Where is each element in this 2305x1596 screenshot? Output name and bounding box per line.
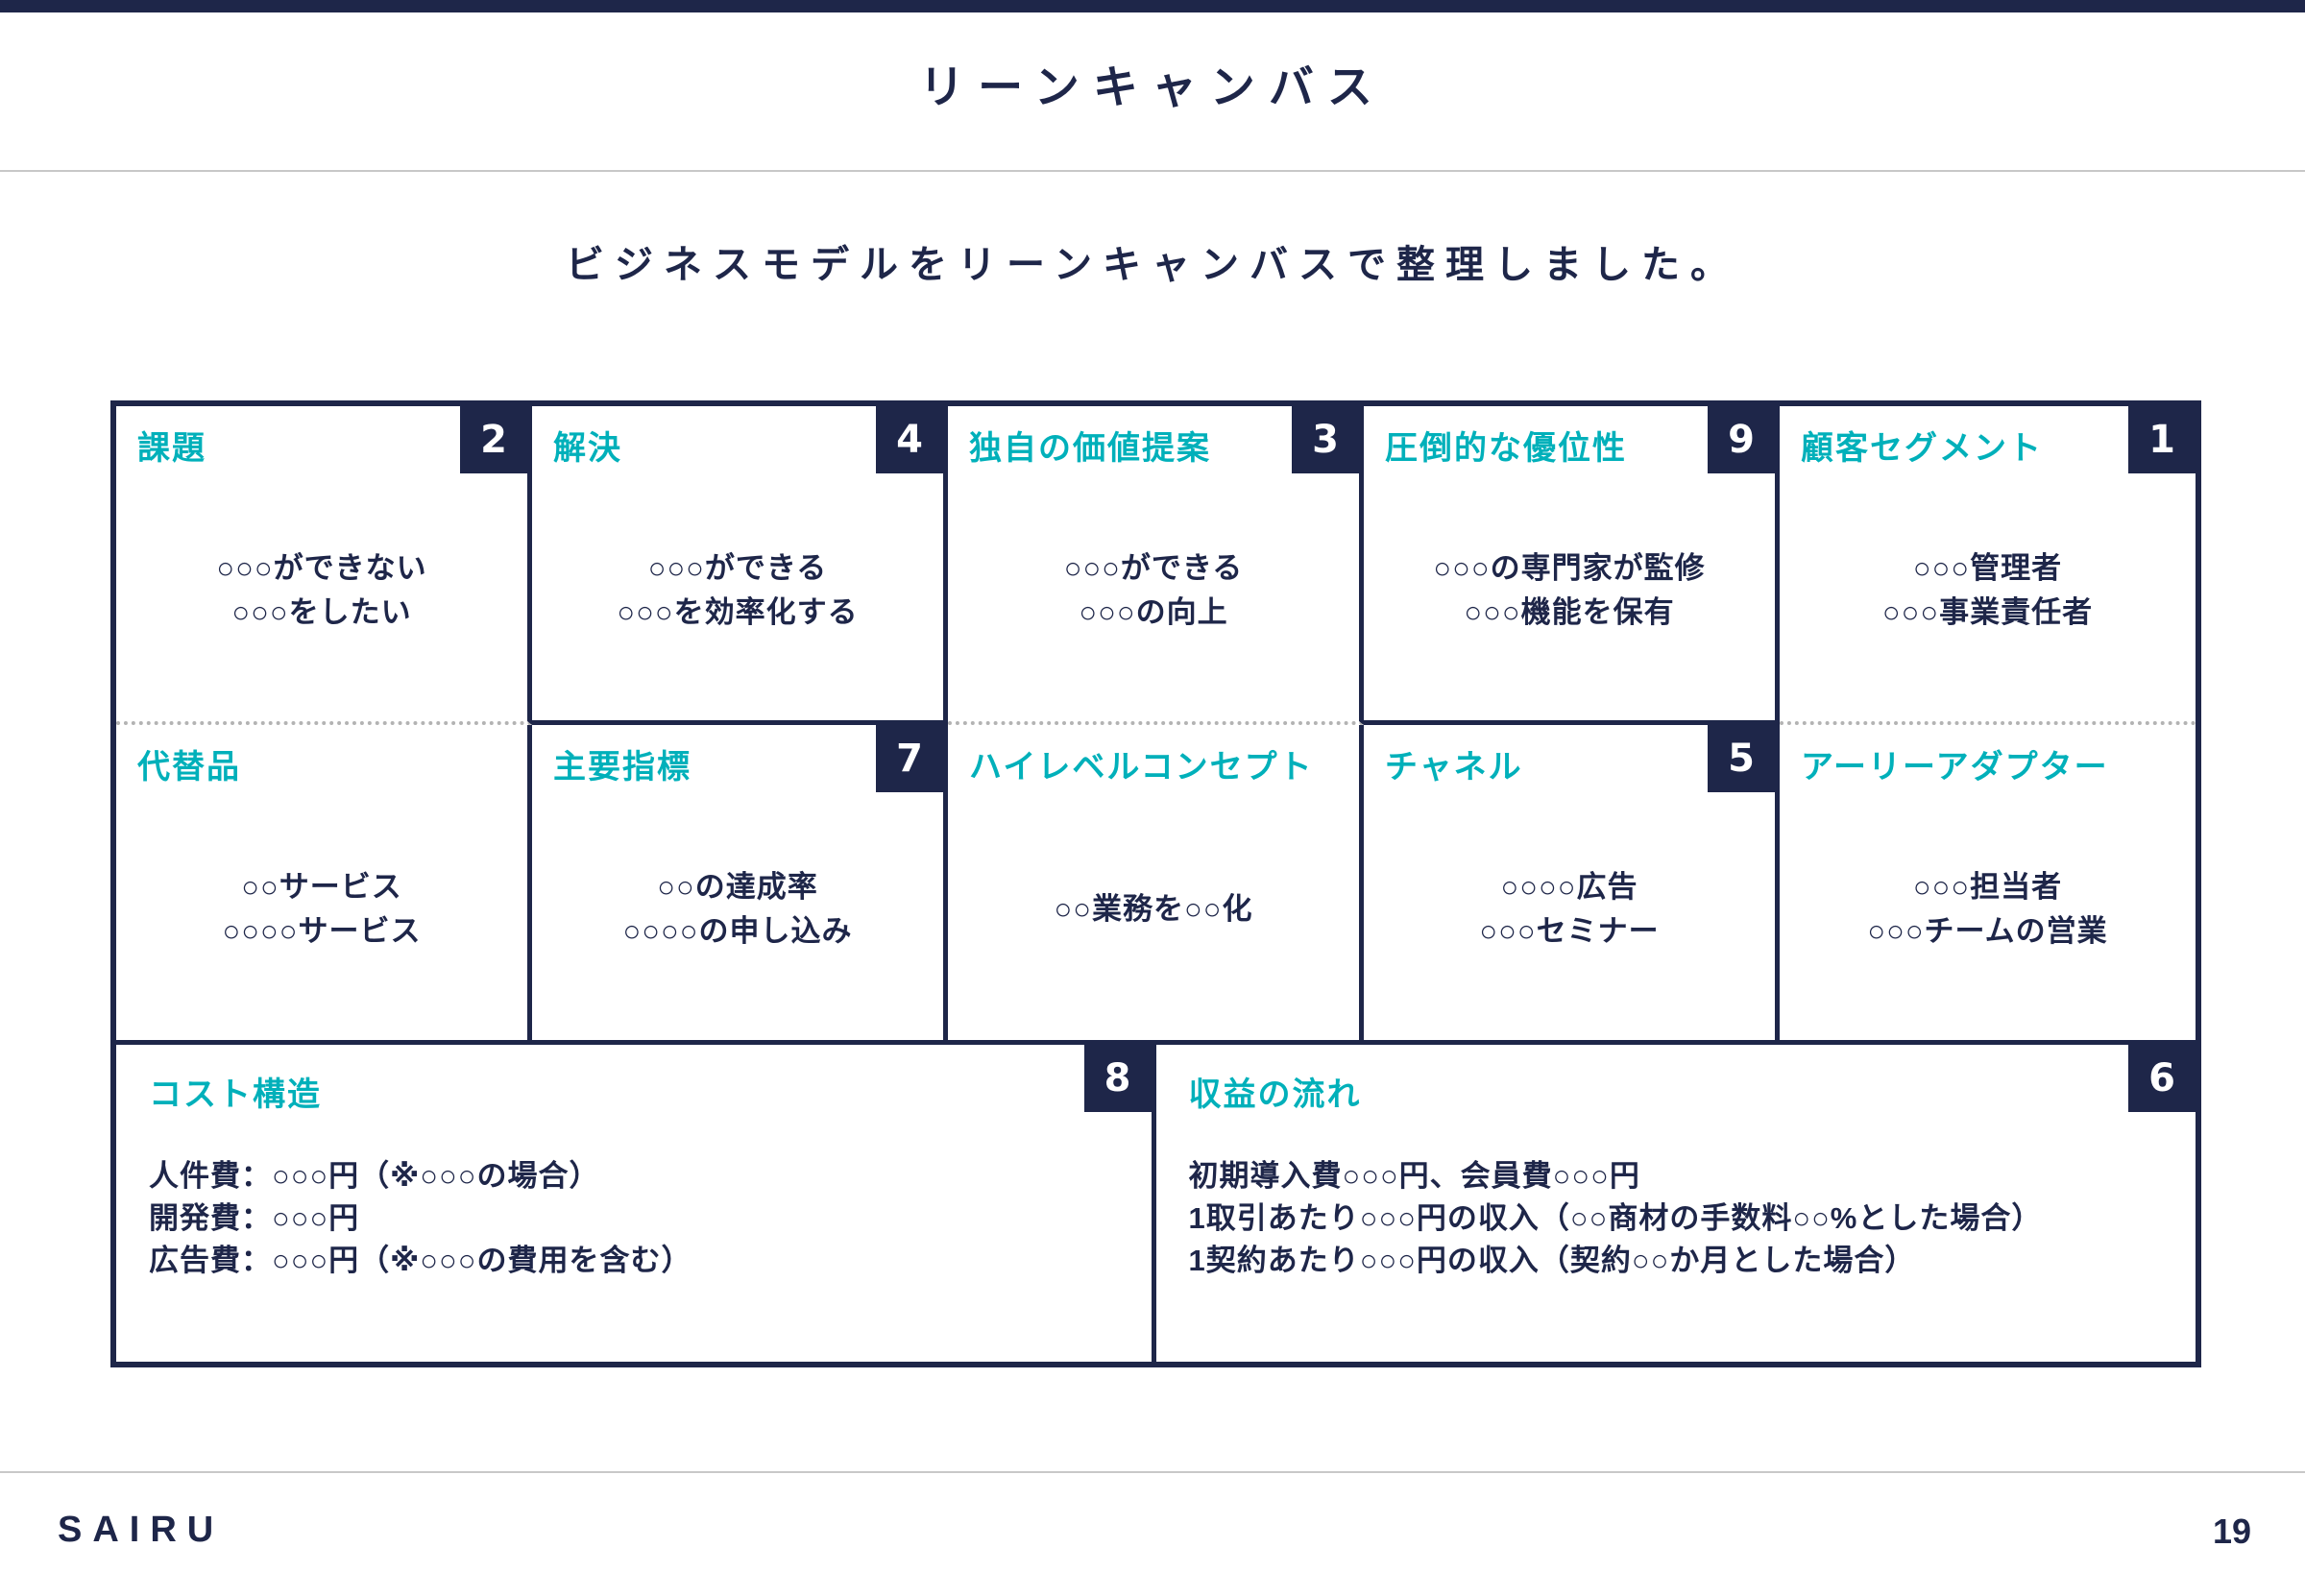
section-number-badge-channels: 5 [1708,725,1775,792]
cell-body-early-adopters: ○○○担当者 ○○○チームの営業 [1780,725,2196,1040]
cell-line: 人件費：○○○円（※○○○の場合） [149,1159,600,1193]
footer-divider-line [0,1471,2305,1473]
cell-body-solution: ○○○ができる ○○○を効率化する [532,406,943,720]
cell-alternatives: 代替品 ○○サービス ○○○○サービス [116,725,532,1040]
cell-line: ○○サービス [241,870,402,905]
section-number-badge-cost-structure: 8 [1083,1045,1152,1112]
cell-body-high-level-concept: ○○業務を○○化 [948,725,1359,1040]
cell-body-channels: ○○○○広告 ○○○セミナー [1364,725,1775,1040]
cell-line: ○○○をしたい [231,595,412,629]
cell-title-solution: 解決 [553,430,622,467]
cell-line: 開発費：○○○円 [149,1201,360,1236]
cell-body-cost-structure: 人件費：○○○円（※○○○の場合） 開発費：○○○円 広告費：○○○円（※○○○… [149,1155,1128,1282]
cell-line: ○○○の向上 [1079,595,1228,629]
cell-solution: 解決 4 ○○○ができる ○○○を効率化する [532,406,948,725]
page-number: 19 [2212,1511,2251,1551]
cell-line: ○○○を効率化する [617,594,859,629]
cell-key-metrics: 主要指標 7 ○○の達成率 ○○○○の申し込み [532,725,948,1040]
title-divider-line [0,170,2305,172]
cell-title-high-level-concept: ハイレベルコンセプト [969,749,1314,786]
cell-title-channels: チャネル [1385,749,1523,786]
section-number-badge-key-metrics: 7 [876,725,943,792]
lean-canvas-grid: 課題 2 ○○○ができない ○○○をしたい 解決 4 ○○○ができる ○○○を効… [110,400,2201,1367]
cell-line: 広告費：○○○円（※○○○の費用を含む） [149,1244,692,1278]
cell-line: ○○○ができる [1063,551,1244,586]
cell-line: ○○○チームの営業 [1867,914,2108,948]
section-number-badge-problem: 2 [460,406,527,473]
section-number-badge-solution: 4 [876,406,943,473]
canvas-lower-grid: コスト構造 8 人件費：○○○円（※○○○の場合） 開発費：○○○円 広告費：○… [116,1040,2196,1362]
cell-body-revenue-streams: 初期導入費○○○円、会員費○○○円 1取引あたり○○○円の収入（○○商材の手数料… [1189,1155,2173,1282]
section-number-badge-revenue-streams: 6 [2128,1045,2196,1112]
cell-body-key-metrics: ○○の達成率 ○○○○の申し込み [532,725,943,1040]
cell-line: ○○○管理者 [1912,551,2063,586]
cell-title-alternatives: 代替品 [137,749,241,786]
cell-line: ○○○ができない [216,551,427,586]
cell-line: ○○○○サービス [222,914,422,948]
cell-line: 1取引あたり○○○円の収入（○○商材の手数料○○%とした場合） [1188,1201,2043,1236]
cell-line: ○○○ができる [647,550,828,585]
cell-title-early-adopters: アーリーアダプター [1801,749,2109,786]
cell-line: ○○○○の申し込み [622,914,853,948]
cell-unfair-advantage: 圧倒的な優位性 9 ○○○の専門家が監修 ○○○機能を保有 [1364,406,1780,725]
top-accent-bar [0,0,2305,12]
canvas-upper-grid: 課題 2 ○○○ができない ○○○をしたい 解決 4 ○○○ができる ○○○を効… [116,406,2196,1040]
cell-channels: チャネル 5 ○○○○広告 ○○○セミナー [1364,725,1780,1040]
cell-line: ○○○機能を保有 [1464,594,1675,629]
cell-problem: 課題 2 ○○○ができない ○○○をしたい [116,406,532,725]
cell-body-customer-segments: ○○○管理者 ○○○事業責任者 [1780,406,2196,721]
cell-high-level-concept: ハイレベルコンセプト ○○業務を○○化 [948,725,1364,1040]
cell-cost-structure: コスト構造 8 人件費：○○○円（※○○○の場合） 開発費：○○○円 広告費：○… [116,1045,1156,1362]
cell-line: 初期導入費○○○円、会員費○○○円 [1188,1159,1640,1193]
cell-line: 1契約あたり○○○円の収入（契約○○か月とした場合） [1188,1244,1916,1278]
cell-title-unique-value-proposition: 独自の価値提案 [969,430,1211,467]
cell-line: ○○○事業責任者 [1881,595,2094,629]
cell-body-unfair-advantage: ○○○の専門家が監修 ○○○機能を保有 [1364,406,1775,720]
cell-unique-value-proposition: 独自の価値提案 3 ○○○ができる ○○○の向上 [948,406,1364,725]
section-number-badge-unfair-advantage: 9 [1708,406,1775,473]
brand-logo-text: SAIRU [58,1510,225,1550]
cell-line: ○○○の専門家が監修 [1433,550,1706,585]
cell-customer-segments: 顧客セグメント 1 ○○○管理者 ○○○事業責任者 [1780,406,2196,725]
cell-title-problem: 課題 [137,430,206,467]
cell-title-revenue-streams: 収益の流れ [1188,1076,1362,1113]
cell-body-unique-value-proposition: ○○○ができる ○○○の向上 [948,406,1359,721]
cell-line: ○○○○広告 [1500,870,1638,905]
cell-line: ○○の達成率 [657,870,818,905]
section-number-badge-customer-segments: 1 [2128,406,2196,473]
cell-title-customer-segments: 顧客セグメント [1801,430,2043,467]
cell-line: ○○○セミナー [1479,914,1660,948]
slide-subtitle: ビジネスモデルをリーンキャンバスで整理しました。 [566,244,1739,286]
section-number-badge-unique-value-proposition: 3 [1292,406,1359,473]
cell-revenue-streams: 収益の流れ 6 初期導入費○○○円、会員費○○○円 1取引あたり○○○円の収入（… [1155,1045,2196,1362]
slide-title: リーンキャンバス [919,61,1386,112]
cell-line: ○○○担当者 [1912,870,2063,905]
cell-line: ○○業務を○○化 [1054,892,1253,927]
cell-title-key-metrics: 主要指標 [553,749,692,786]
cell-body-problem: ○○○ができない ○○○をしたい [116,406,527,721]
cell-early-adopters: アーリーアダプター ○○○担当者 ○○○チームの営業 [1780,725,2196,1040]
cell-body-alternatives: ○○サービス ○○○○サービス [116,725,527,1040]
cell-title-unfair-advantage: 圧倒的な優位性 [1385,430,1627,467]
cell-title-cost-structure: コスト構造 [149,1076,322,1113]
